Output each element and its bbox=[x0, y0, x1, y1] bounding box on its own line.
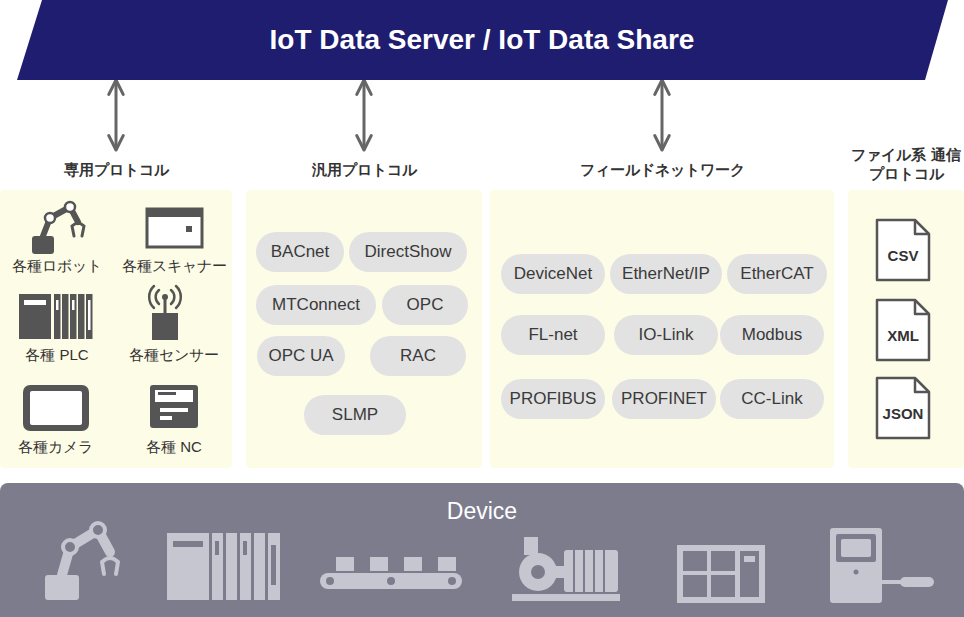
conveyor-icon bbox=[320, 557, 462, 589]
device-caption: 各種センサー bbox=[129, 346, 219, 365]
connector-arrow bbox=[661, 80, 664, 150]
protocol-panel: フィールドネットワーク DeviceNet EtherNet/IP EtherCAT F… bbox=[490, 150, 834, 468]
file-body bbox=[877, 220, 929, 280]
protocol-name: OPC bbox=[407, 295, 444, 315]
sensor-icon bbox=[149, 286, 181, 340]
protocol-pill: SLMP bbox=[304, 395, 406, 435]
device-caption-box: 各種カメラ bbox=[18, 438, 93, 457]
device-band: Device bbox=[0, 483, 964, 617]
protocol-pill: PROFINET bbox=[612, 379, 716, 419]
device-caption: 各種カメラ bbox=[18, 438, 93, 457]
device-caption-box: 各種ロボット bbox=[12, 257, 102, 276]
band-title: Device bbox=[0, 498, 964, 525]
protocol-pill: OPC UA bbox=[257, 336, 345, 376]
protocol-name: MTConnect bbox=[272, 295, 360, 315]
camera-icon bbox=[23, 385, 89, 431]
panel-heading: 汎用プロトコル bbox=[246, 150, 482, 190]
panel-ground bbox=[0, 190, 232, 468]
device-plc-icon bbox=[167, 533, 280, 600]
protocol-pill: EtherCAT bbox=[727, 254, 827, 294]
file-body bbox=[877, 300, 929, 360]
protocol-pill: EtherNet/IP bbox=[610, 254, 722, 294]
file-format: JSON bbox=[883, 405, 924, 422]
band-title: IoT Data Server / IoT Data Share bbox=[270, 24, 695, 56]
band-fill bbox=[17, 0, 948, 80]
protocol-name: PROFINET bbox=[621, 389, 707, 409]
device-caption: 各種スキャナー bbox=[122, 257, 227, 276]
device-robot-icon bbox=[45, 523, 118, 600]
file-fold bbox=[915, 300, 929, 314]
file-format-icon: CSV bbox=[875, 218, 931, 282]
protocol-pill: BACnet bbox=[256, 232, 344, 272]
protocol-pill: MTConnect bbox=[256, 285, 376, 325]
connector-arrow bbox=[363, 80, 366, 150]
file-format-icon: JSON bbox=[875, 376, 931, 440]
protocol-name: EtherNet/IP bbox=[622, 264, 710, 284]
file-format-icon: XML bbox=[875, 298, 931, 362]
protocol-name: EtherCAT bbox=[740, 264, 813, 284]
protocol-pill: RAC bbox=[370, 336, 466, 376]
pump-motor-icon bbox=[512, 537, 620, 601]
file-format: CSV bbox=[888, 247, 919, 264]
protocol-name: SLMP bbox=[332, 405, 378, 425]
protocol-name: CC-Link bbox=[741, 389, 802, 409]
protocol-name: PROFIBUS bbox=[510, 389, 597, 409]
protocol-panel: 専用プロトコル bbox=[0, 150, 232, 468]
protocol-pill: Modbus bbox=[720, 315, 824, 355]
file-format: XML bbox=[887, 327, 919, 344]
device-caption: 各種 PLC bbox=[25, 346, 88, 365]
file-fold bbox=[915, 378, 929, 392]
protocol-pill: DirectShow bbox=[349, 232, 467, 272]
terminal-icon bbox=[830, 528, 934, 603]
protocol-name: DeviceNet bbox=[514, 264, 592, 284]
device-caption-box: 各種 PLC bbox=[25, 346, 88, 365]
robot-icon bbox=[32, 202, 84, 254]
device-caption: 各種 NC bbox=[146, 438, 202, 457]
connector-arrow bbox=[115, 80, 118, 150]
file-fold bbox=[915, 220, 929, 234]
cabinet-icon bbox=[677, 545, 765, 603]
protocol-name: DirectShow bbox=[365, 242, 452, 262]
protocol-name: FL-net bbox=[528, 325, 577, 345]
device-caption-box: 各種 NC bbox=[146, 438, 202, 457]
protocol-name: BACnet bbox=[271, 242, 330, 262]
protocol-panel: ファイル系 通信プロトコル CSV XML JSON bbox=[848, 140, 964, 468]
protocol-pill: FL-net bbox=[501, 315, 605, 355]
protocol-name: IO-Link bbox=[639, 325, 694, 345]
protocol-pill: DeviceNet bbox=[501, 254, 605, 294]
device-caption: 各種ロボット bbox=[12, 257, 102, 276]
device-caption-box: 各種センサー bbox=[129, 346, 219, 365]
server-band: IoT Data Server / IoT Data Share bbox=[0, 0, 964, 80]
protocol-pill: OPC bbox=[382, 285, 468, 325]
protocol-pill: CC-Link bbox=[720, 379, 824, 419]
panel-heading: フィールドネットワーク bbox=[490, 150, 834, 190]
panel-heading: 専用プロトコル bbox=[0, 150, 232, 190]
protocol-name: RAC bbox=[400, 346, 436, 366]
protocol-pill: PROFIBUS bbox=[501, 379, 605, 419]
scanner-icon bbox=[147, 209, 202, 247]
protocol-name: Modbus bbox=[742, 325, 802, 345]
protocol-pill: IO-Link bbox=[614, 315, 718, 355]
protocol-name: OPC UA bbox=[268, 346, 333, 366]
file-body bbox=[877, 378, 929, 438]
device-caption-box: 各種スキャナー bbox=[122, 257, 227, 276]
nc-icon bbox=[150, 385, 198, 428]
plc-icon bbox=[19, 294, 93, 339]
protocol-panel: 汎用プロトコル BACnet DirectShowMTConnect OPC OPC U… bbox=[246, 150, 482, 468]
panel-heading: ファイル系 通信プロトコル bbox=[848, 140, 964, 190]
